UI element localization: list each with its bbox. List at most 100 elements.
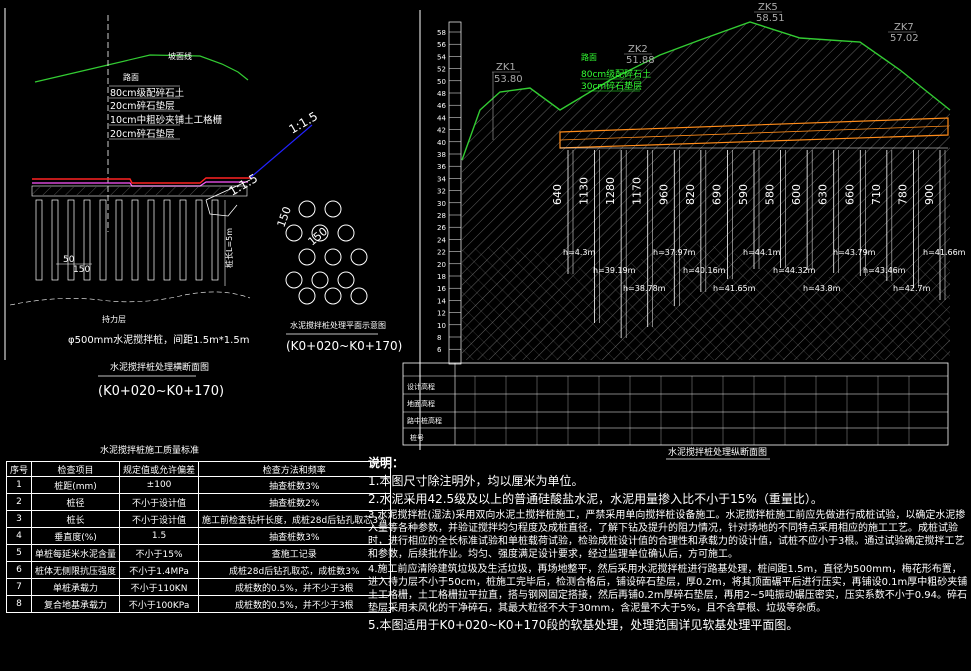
axis-tick-label: 48 — [437, 90, 446, 98]
depth-label: h=39.19m — [593, 266, 636, 275]
axis-tick-label: 24 — [437, 236, 446, 244]
pile-length-label: 630 — [817, 184, 830, 205]
pile-length-label: 桩长L=5m — [224, 228, 234, 268]
table-header: 序号 — [5, 461, 33, 477]
table-cell: 单桩每延米水泥含量 — [31, 544, 121, 562]
axis-tick-label: 22 — [437, 249, 446, 257]
table-cell: 1.5 — [119, 527, 200, 545]
axis-tick-label: 8 — [437, 334, 441, 342]
axis-tick-label: 34 — [437, 175, 446, 183]
pile-length-label: 960 — [657, 184, 670, 205]
profile-ground-line — [461, 21, 951, 161]
axis-tick-label: 50 — [437, 78, 446, 86]
axis-tick-label: 52 — [437, 66, 446, 74]
table-cell: 1 — [5, 476, 33, 494]
depth-label: h=41.65m — [713, 284, 756, 293]
slope-line — [249, 124, 313, 179]
table-cell: 桩长 — [31, 510, 121, 528]
table-cell: 桩体无侧限抗压强度 — [31, 561, 121, 579]
table-cell: 6 — [5, 561, 33, 579]
profile-legend-title: 路面 — [581, 52, 597, 62]
row-label: 桩号 — [410, 433, 424, 442]
borehole-elev: 58.51 — [756, 13, 785, 24]
axis-tick-label: 28 — [437, 212, 446, 220]
plan-layout: 150 150 水泥搅拌桩处理平面示意图 (K0+020~K0+170) — [275, 200, 402, 353]
notes-heading: 说明： — [368, 456, 405, 470]
axis-tick-label: 12 — [437, 310, 446, 318]
table-cell: 抽查桩数3% — [198, 527, 391, 545]
axis-tick-label: 54 — [437, 53, 446, 61]
borehole-id: ZK5 — [758, 2, 778, 13]
depth-label: h=42.7m — [893, 284, 931, 293]
axis-tick-label: 10 — [437, 322, 446, 330]
table-header: 检查方法和频率 — [198, 461, 391, 477]
plan-title: 水泥搅拌桩处理平面示意图 — [290, 320, 386, 330]
depth-label: h=40.16m — [683, 266, 726, 275]
table-cell: 3 — [5, 510, 33, 528]
pile-circles — [285, 200, 368, 305]
table-cell: 2 — [5, 493, 33, 511]
pavement-layer-3: 10cm中粗砂夹铺土工格栅 — [110, 114, 223, 126]
table-cell: 桩距(mm) — [31, 476, 121, 494]
table-cell: 查施工记录 — [198, 544, 391, 562]
axis-tick-label: 36 — [437, 163, 446, 171]
pile-group — [35, 199, 219, 281]
table-cell: 复合地基承载力 — [31, 595, 121, 613]
slope-top-label: 坡面线 — [168, 51, 192, 61]
table-header: 检查项目 — [31, 461, 121, 477]
pile-length-label: 640 — [551, 184, 564, 205]
axis-tick-label: 18 — [437, 273, 446, 281]
row-label: 路中桩高程 — [407, 416, 442, 425]
table-cell: 不小于15% — [119, 544, 200, 562]
pile-length-label: 900 — [923, 184, 936, 205]
note-item: 3.水泥搅拌桩(湿法)采用双向水泥土搅拌桩施工，严禁采用单向搅拌桩设备施工。水泥… — [368, 510, 966, 560]
axis-tick-label: 40 — [437, 139, 446, 147]
row-label: 设计高程 — [407, 382, 435, 391]
pile-length-label: 710 — [870, 184, 883, 205]
axis-tick-label: 44 — [437, 114, 446, 122]
depth-label: h=44.1m — [743, 248, 781, 257]
table-cell: 成桩数的0.5%，并不少于3根 — [198, 595, 391, 613]
axis-tick-label: 16 — [437, 285, 446, 293]
depth-label: h=44.32m — [773, 266, 816, 275]
cross-section-title: 水泥搅拌桩处理横断面图 — [110, 361, 209, 373]
axis-tick-label: 58 — [437, 29, 446, 37]
borehole-elev: 57.02 — [890, 33, 919, 44]
borehole-labels: ZK1 53.80 ZK2 51.88 ZK5 58.51 ZK7 57.02 — [492, 2, 919, 140]
note-item: 4.施工前应清除建筑垃圾及生活垃圾，再场地整平，然后采用水泥搅拌桩进行路基处理，… — [368, 564, 968, 614]
table-cell: 垂直度(%) — [31, 527, 121, 545]
pile-length-label: 580 — [764, 184, 777, 205]
bearing-layer-label: 持力层 — [102, 314, 126, 324]
table-cell: 桩径 — [31, 493, 121, 511]
axis-tick-label: 14 — [437, 297, 446, 305]
axis-tick-label: 30 — [437, 200, 446, 208]
bearing-layer-line — [9, 291, 251, 306]
depth-label: h=41.66m — [923, 248, 966, 257]
pile-length-label: 690 — [710, 184, 723, 205]
table-cell: 单桩承载力 — [31, 578, 121, 596]
quality-table-title: 水泥搅拌桩施工质量标准 — [100, 446, 200, 456]
axis-tick-label: 20 — [437, 261, 446, 269]
profile-table: 设计高程 地面高程 路中桩高程 桩号 — [402, 362, 949, 446]
table-cell: 不小于设计值 — [119, 510, 200, 528]
table-cell: 成桩数的0.5%，并不少于3根 — [198, 578, 391, 596]
axis-tick-label: 32 — [437, 188, 446, 196]
pile-length-label: 590 — [737, 184, 750, 205]
note-item: 2.水泥采用42.5级及以上的普通硅酸盐水泥，水泥用量掺入比不小于15%（重量比… — [368, 492, 823, 506]
table-cell: 不小于1.4MPa — [119, 561, 200, 579]
elevation-axis: 5856545250484644424038363432302826242220… — [437, 21, 462, 365]
cross-section-range: (K0+020~K0+170) — [98, 384, 224, 399]
pile-length-label: 780 — [896, 184, 909, 205]
pile-length-label: 660 — [843, 184, 856, 205]
pile-length-label: 600 — [790, 184, 803, 205]
axis-tick-label: 6 — [437, 346, 442, 354]
axis-tick-label: 26 — [437, 224, 446, 232]
dim-150: 150 — [73, 265, 90, 275]
note-item: 5.本图适用于K0+020~K0+170段的软基处理，处理范围详见软基处理平面图… — [368, 618, 799, 632]
profile-title: 水泥搅拌桩处理纵断面图 — [668, 446, 767, 458]
depth-label: h=4.3m — [563, 248, 595, 257]
